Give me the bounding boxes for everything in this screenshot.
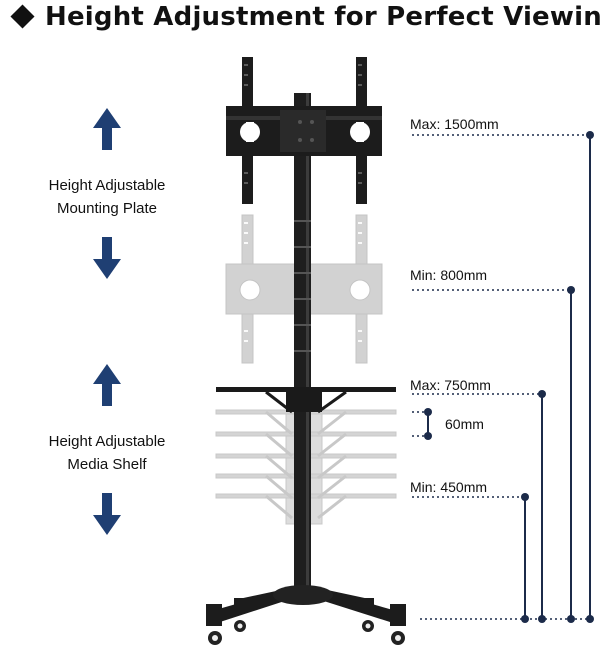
arrow-down-icon — [93, 493, 121, 535]
media-shelf-label-line2: Media Shelf — [67, 456, 147, 473]
plate-max-label: Max: 1500mm — [410, 116, 499, 132]
dimension-guides — [412, 134, 595, 620]
ghost-mounting-plate — [225, 214, 383, 364]
shelf-max-label: Max: 750mm — [410, 377, 491, 393]
mounting-plate — [226, 57, 382, 204]
arrow-up-icon — [93, 364, 121, 406]
dimension-endpoints — [424, 131, 594, 623]
mounting-plate-label-line1: Height Adjustable — [48, 177, 166, 194]
page-title: Height Adjustment for Perfect Viewing — [8, 2, 600, 32]
caster-wheels — [208, 620, 405, 645]
media-shelf-label-line1: Height Adjustable — [48, 433, 166, 450]
media-shelf-label: Height Adjustable Media Shelf — [7, 430, 207, 476]
shelf-step-label: 60mm — [445, 416, 484, 432]
stand-pole — [294, 93, 311, 603]
media-shelf — [216, 387, 396, 414]
mounting-plate-label: Height Adjustable Mounting Plate — [7, 174, 207, 220]
stand-base — [206, 585, 406, 626]
arrow-down-icon — [93, 237, 121, 279]
title-text: Height Adjustment for Perfect Viewing — [45, 2, 600, 32]
arrow-up-icon — [93, 108, 121, 150]
mounting-plate-label-line2: Mounting Plate — [56, 200, 158, 217]
shelf-min-label: Min: 450mm — [410, 479, 488, 495]
plate-min-label: Min: 800mm — [410, 267, 488, 283]
